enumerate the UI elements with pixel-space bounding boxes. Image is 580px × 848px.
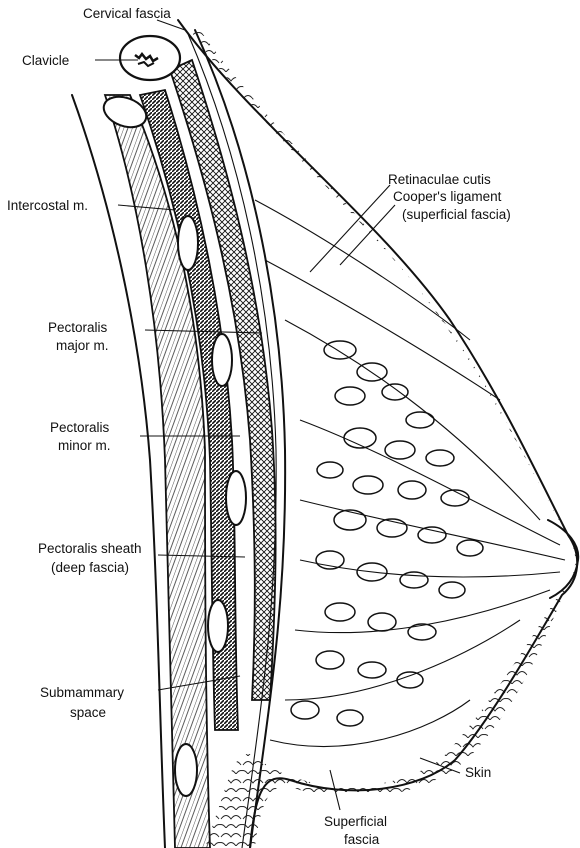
- label-coopers-1: Cooper's ligament: [393, 189, 502, 204]
- label-pectoralis-minor-2: minor m.: [58, 438, 111, 453]
- rib-5: [175, 744, 197, 796]
- label-skin: Skin: [465, 765, 491, 780]
- label-coopers-2: (superficial fascia): [402, 207, 511, 222]
- label-pectoralis-major-2: major m.: [56, 338, 109, 353]
- label-cervical-fascia: Cervical fascia: [83, 6, 171, 21]
- label-clavicle: Clavicle: [22, 53, 69, 68]
- gland-lobules: [291, 341, 483, 726]
- label-pectoralis-minor-1: Pectoralis: [50, 420, 110, 435]
- rib-3: [226, 471, 246, 525]
- label-pectoralis-sheath-1: Pectoralis sheath: [38, 541, 142, 556]
- rib-4: [208, 600, 228, 652]
- label-pectoralis-sheath-2: (deep fascia): [51, 560, 129, 575]
- label-retinaculae: Retinaculae cutis: [388, 172, 491, 187]
- label-submammary-1: Submammary: [40, 685, 124, 700]
- label-submammary-2: space: [70, 705, 106, 720]
- label-intercostal: Intercostal m.: [7, 198, 88, 213]
- label-pectoralis-major-1: Pectoralis: [48, 320, 108, 335]
- label-superficial-2: fascia: [344, 832, 380, 847]
- rib-1: [178, 216, 198, 270]
- label-superficial-1: Superficial: [324, 814, 387, 829]
- clavicle-bone: [120, 36, 180, 80]
- rib-2: [212, 334, 232, 386]
- leader-lines: [95, 20, 460, 810]
